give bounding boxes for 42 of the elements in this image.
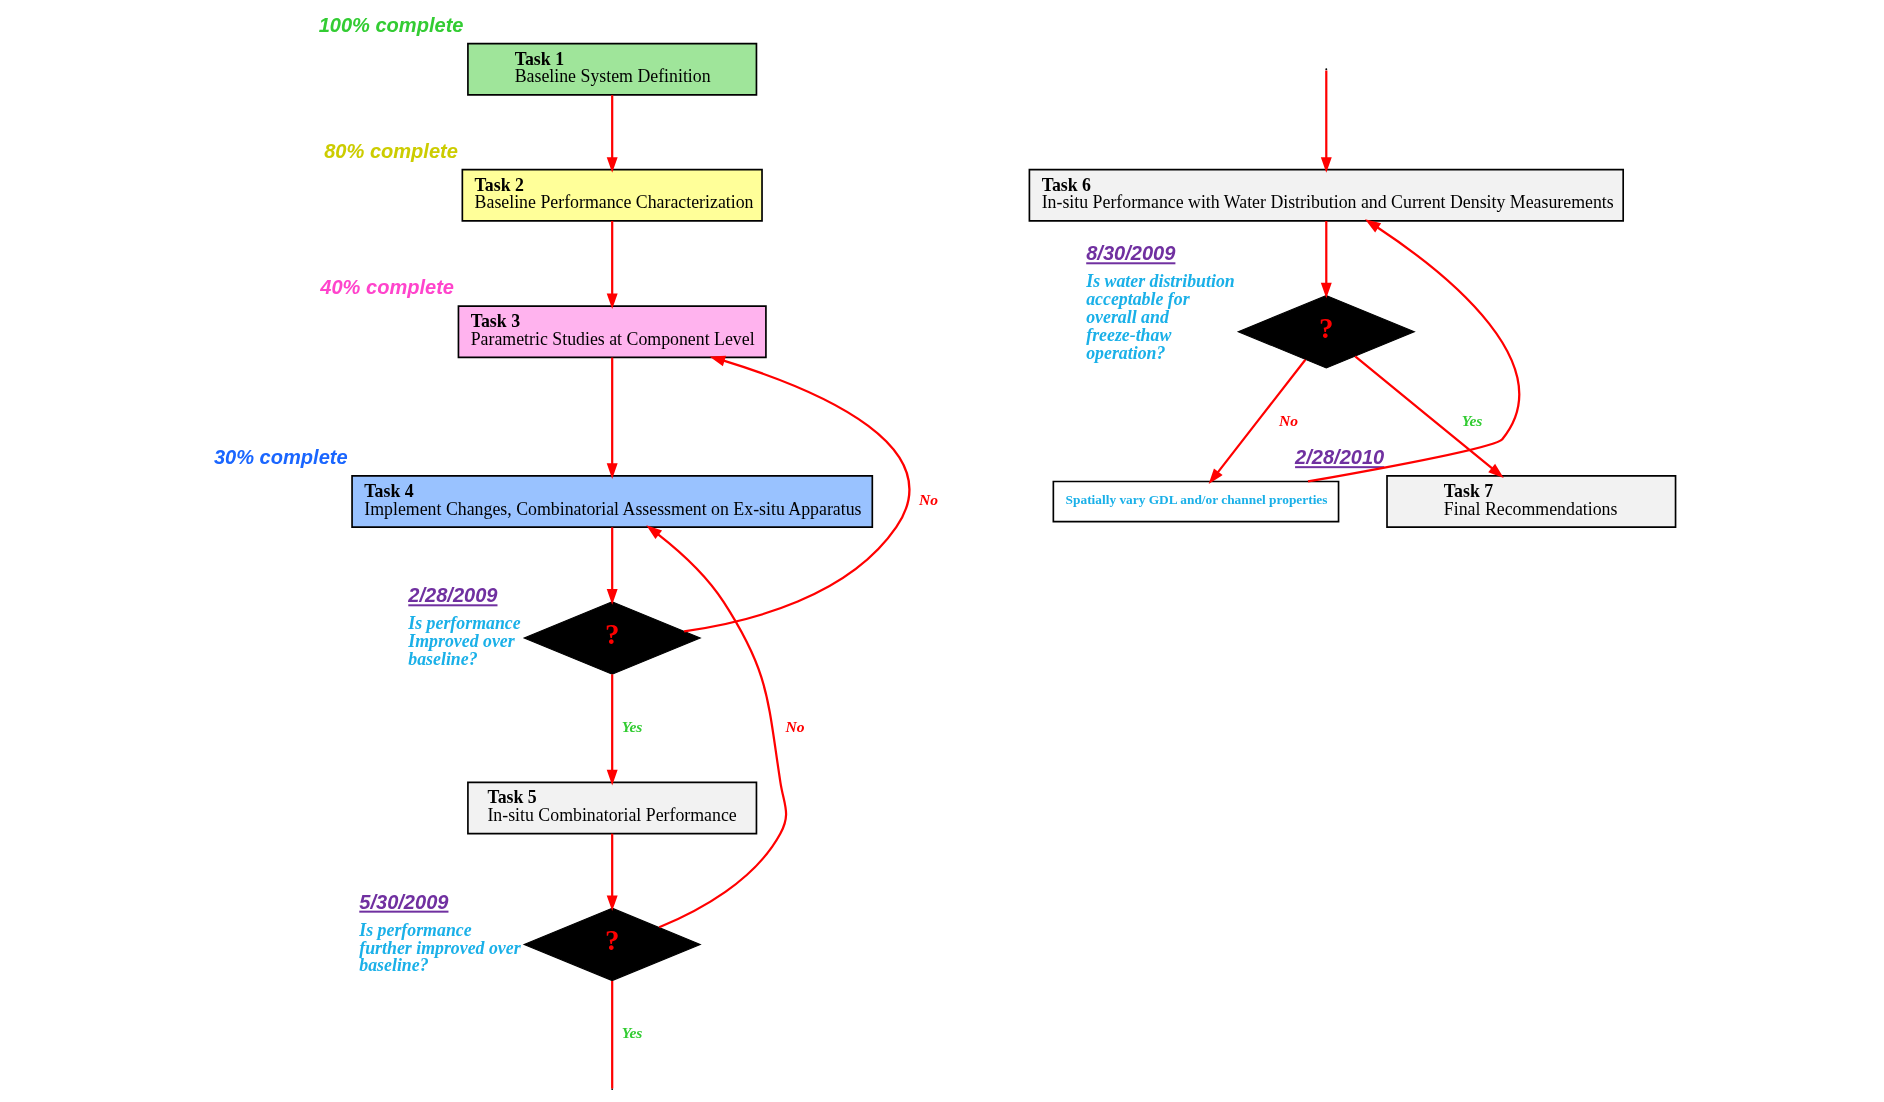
node-diamond: ? — [522, 907, 702, 982]
node-diamond: ? — [522, 601, 702, 675]
arrow — [1354, 355, 1504, 478]
node-label: 30% complete — [213, 446, 348, 469]
node-box: Task 3 Parametric Studies at Component Level — [457, 305, 767, 359]
node-label: 40% complete — [319, 276, 454, 299]
arrow — [606, 357, 618, 479]
arrow — [606, 527, 618, 605]
arrow — [606, 674, 618, 786]
node-label: Is performance Improved over baseline? — [407, 613, 521, 670]
node-label: 8/30/2009 — [1085, 242, 1175, 265]
node-label: Is performance further improved over baseline? — [358, 919, 521, 976]
node-box: Task 6 In-situ Performance with Water Distribution and Current Density Measurements — [1028, 168, 1624, 222]
arrow — [645, 525, 787, 929]
arrow — [606, 95, 618, 173]
node-box: Task 4 Implement Changes, Combinatorial Assessment on Ex-situ Apparatus — [350, 475, 873, 529]
node-label: Is water distribution acceptable for overall and freeze-thaw operation? — [1085, 271, 1235, 363]
node-label: 2/28/2009 — [407, 584, 497, 607]
edge-label: No — [918, 491, 938, 509]
arrow — [606, 220, 618, 310]
edge-label: No — [1278, 411, 1298, 429]
node-box: Task 5 In-situ Combinatorial Performance — [466, 781, 757, 835]
edge-label: No — [784, 717, 804, 735]
connector — [610, 980, 613, 1089]
node-label: 100% complete — [318, 13, 463, 36]
node-label: 2/28/2010 — [1294, 446, 1384, 469]
node-label: 80% complete — [323, 139, 458, 162]
node-box: Task 2 Baseline Performance Characterization — [461, 168, 763, 222]
edge-label: Yes — [621, 717, 642, 735]
node-diamond: ? — [1236, 294, 1416, 369]
node-box: Task 7 Final Recommendations — [1385, 475, 1676, 529]
arrow — [1320, 70, 1332, 173]
edge-label: Yes — [1461, 411, 1482, 429]
arrow — [1320, 220, 1332, 299]
arrow — [1208, 359, 1306, 485]
arrow — [606, 833, 618, 912]
node-box: Task 1 Baseline System Definition — [466, 42, 757, 96]
node-box: Spatially vary GDL and/or channel properties — [1052, 480, 1339, 523]
arrow — [683, 355, 910, 633]
node-label: 5/30/2009 — [358, 890, 448, 913]
arrow — [1307, 219, 1520, 483]
edge-label: Yes — [621, 1024, 642, 1042]
